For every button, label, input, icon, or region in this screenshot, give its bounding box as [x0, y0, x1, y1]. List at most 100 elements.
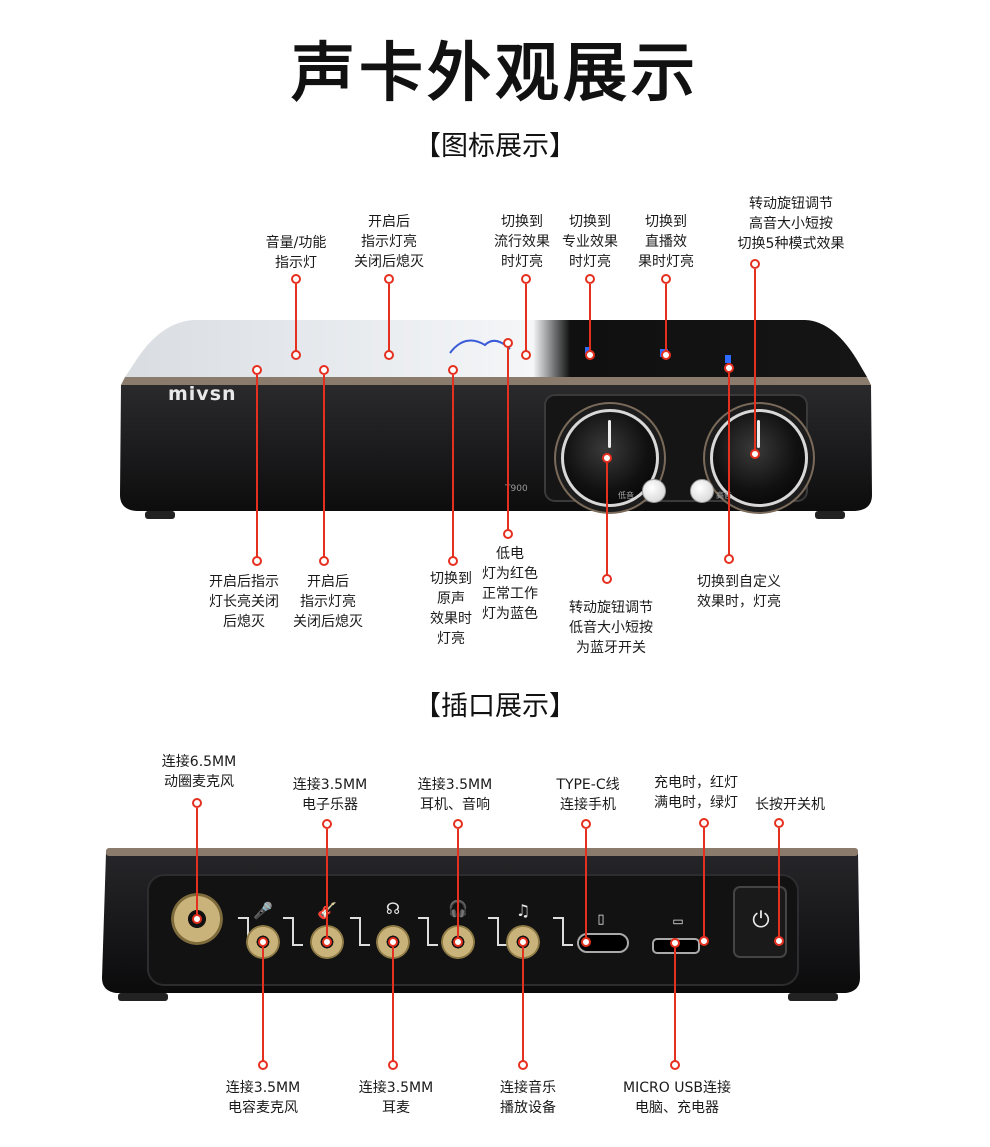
callout-dot: [750, 259, 760, 269]
label-condenser-mic: 连接3.5MM 电容麦克风: [225, 1080, 301, 1116]
label-treble-knob: 转动旋钮调节 高音大小短按 切换5种模式效果: [737, 196, 845, 252]
section-icons-title: 【图标展示】: [414, 131, 576, 162]
label-on-indicator: 开启后 指示灯亮 关闭后熄灭: [354, 214, 424, 270]
callout-dot: [384, 350, 394, 360]
treble-knob[interactable]: [710, 409, 808, 507]
callout-dot: [192, 914, 202, 924]
battery-icon: ▭: [672, 914, 684, 928]
treble-label: 高音: [716, 491, 732, 500]
callout-dot: [322, 937, 332, 947]
callout-dot: [388, 937, 398, 947]
callout-line: [522, 947, 524, 1065]
callout-dot: [774, 936, 784, 946]
callout-dot: [602, 453, 612, 463]
callout-dot: [581, 937, 591, 947]
callout-line: [589, 284, 591, 354]
callout-dot: [453, 819, 463, 829]
label-pro-effect: 切换到 专业效果 时灯亮: [562, 214, 618, 270]
callout-dot: [699, 936, 709, 946]
music-icon: ♫: [515, 901, 531, 920]
callout-dot: [291, 274, 301, 284]
callout-dot: [661, 274, 671, 284]
label-bass-knob: 转动旋钮调节 低音大小短按 为蓝牙开关: [569, 600, 653, 656]
callout-dot: [291, 350, 301, 360]
callout-line: [728, 373, 730, 559]
callout-dot: [724, 554, 734, 564]
label-charge: 充电时，红灯 满电时，绿灯: [654, 775, 738, 811]
label-custom-effect: 切换到自定义 效果时，灯亮: [697, 574, 781, 610]
callout-line: [778, 828, 780, 941]
label-typec: TYPE-C线 连接手机: [556, 777, 620, 813]
callout-dot: [521, 274, 531, 284]
label-original-effect: 切换到 原声 效果时 灯亮: [430, 571, 472, 647]
brand-logo: mivsn: [168, 383, 237, 405]
label-instrument: 连接3.5MM 电子乐器: [292, 777, 368, 813]
label-live-effect: 切换到 直播效 果时灯亮: [638, 214, 694, 270]
label-battery-indicator: 低电 灯为红色 正常工作 灯为蓝色: [482, 546, 538, 622]
callout-dot: [319, 556, 329, 566]
callout-dot: [252, 365, 262, 375]
callout-line: [703, 828, 705, 941]
callout-dot: [585, 274, 595, 284]
bass-button[interactable]: [642, 479, 666, 503]
callout-dot: [453, 937, 463, 947]
callout-line: [606, 463, 608, 579]
callout-dot: [192, 798, 202, 808]
label-headset: 连接3.5MM 耳麦: [358, 1080, 434, 1116]
callout-line: [262, 947, 264, 1065]
section-ports-title: 【插口展示】: [414, 691, 576, 722]
callout-dot: [750, 449, 760, 459]
callout-dot: [602, 574, 612, 584]
callout-line: [196, 808, 198, 919]
callout-line: [295, 284, 297, 354]
power-icon[interactable]: ⏻: [752, 908, 770, 933]
callout-dot: [585, 350, 595, 360]
label-pop-effect: 切换到 流行效果 时灯亮: [494, 214, 550, 270]
callout-line: [674, 948, 676, 1065]
callout-line: [754, 269, 756, 453]
callout-line: [665, 284, 667, 354]
callout-dot: [774, 818, 784, 828]
label-on-indicator-2: 开启后 指示灯亮 关闭后熄灭: [293, 574, 363, 630]
callout-line: [388, 284, 390, 354]
label-power: 长按开关机: [755, 797, 825, 813]
callout-line: [452, 375, 454, 561]
callout-line: [457, 829, 459, 942]
headset-icon: ☊: [385, 899, 401, 918]
callout-dot: [581, 819, 591, 829]
callout-line: [525, 284, 527, 354]
callout-dot: [724, 363, 734, 373]
callout-line: [326, 829, 328, 942]
label-long-on-indicator: 开启后指示 灯长亮关闭 后熄灭: [209, 574, 279, 630]
callout-dot: [252, 556, 262, 566]
callout-dot: [670, 1060, 680, 1070]
callout-line: [392, 947, 394, 1065]
callout-dot: [322, 819, 332, 829]
callout-dot: [258, 937, 268, 947]
callout-dot: [518, 937, 528, 947]
label-mic-6-5mm: 连接6.5MM 动圈麦克风: [161, 754, 237, 790]
callout-line: [256, 375, 258, 561]
callout-dot: [448, 556, 458, 566]
mic-icon: 🎤: [253, 901, 273, 920]
callout-dot: [258, 1060, 268, 1070]
label-volume-indicator: 音量/功能 指示灯: [265, 235, 327, 271]
callout-dot: [503, 529, 513, 539]
callout-dot: [448, 365, 458, 375]
model-label: T900: [505, 484, 528, 494]
sound-card-back-view: [102, 848, 860, 1001]
label-micro-usb: MICRO USB连接 电脑、充电器: [623, 1080, 731, 1116]
callout-dot: [319, 365, 329, 375]
callout-dot: [388, 1060, 398, 1070]
callout-dot: [699, 818, 709, 828]
callout-dot: [521, 350, 531, 360]
page-title: 声卡外观展示: [291, 37, 699, 111]
callout-dot: [503, 338, 513, 348]
callout-dot: [518, 1060, 528, 1070]
treble-button[interactable]: [690, 479, 714, 503]
callout-dot: [384, 274, 394, 284]
label-earphone: 连接3.5MM 耳机、音响: [417, 777, 493, 813]
callout-line: [323, 375, 325, 561]
phone-icon: ▯: [597, 912, 605, 927]
bass-label: 低音: [618, 491, 634, 500]
